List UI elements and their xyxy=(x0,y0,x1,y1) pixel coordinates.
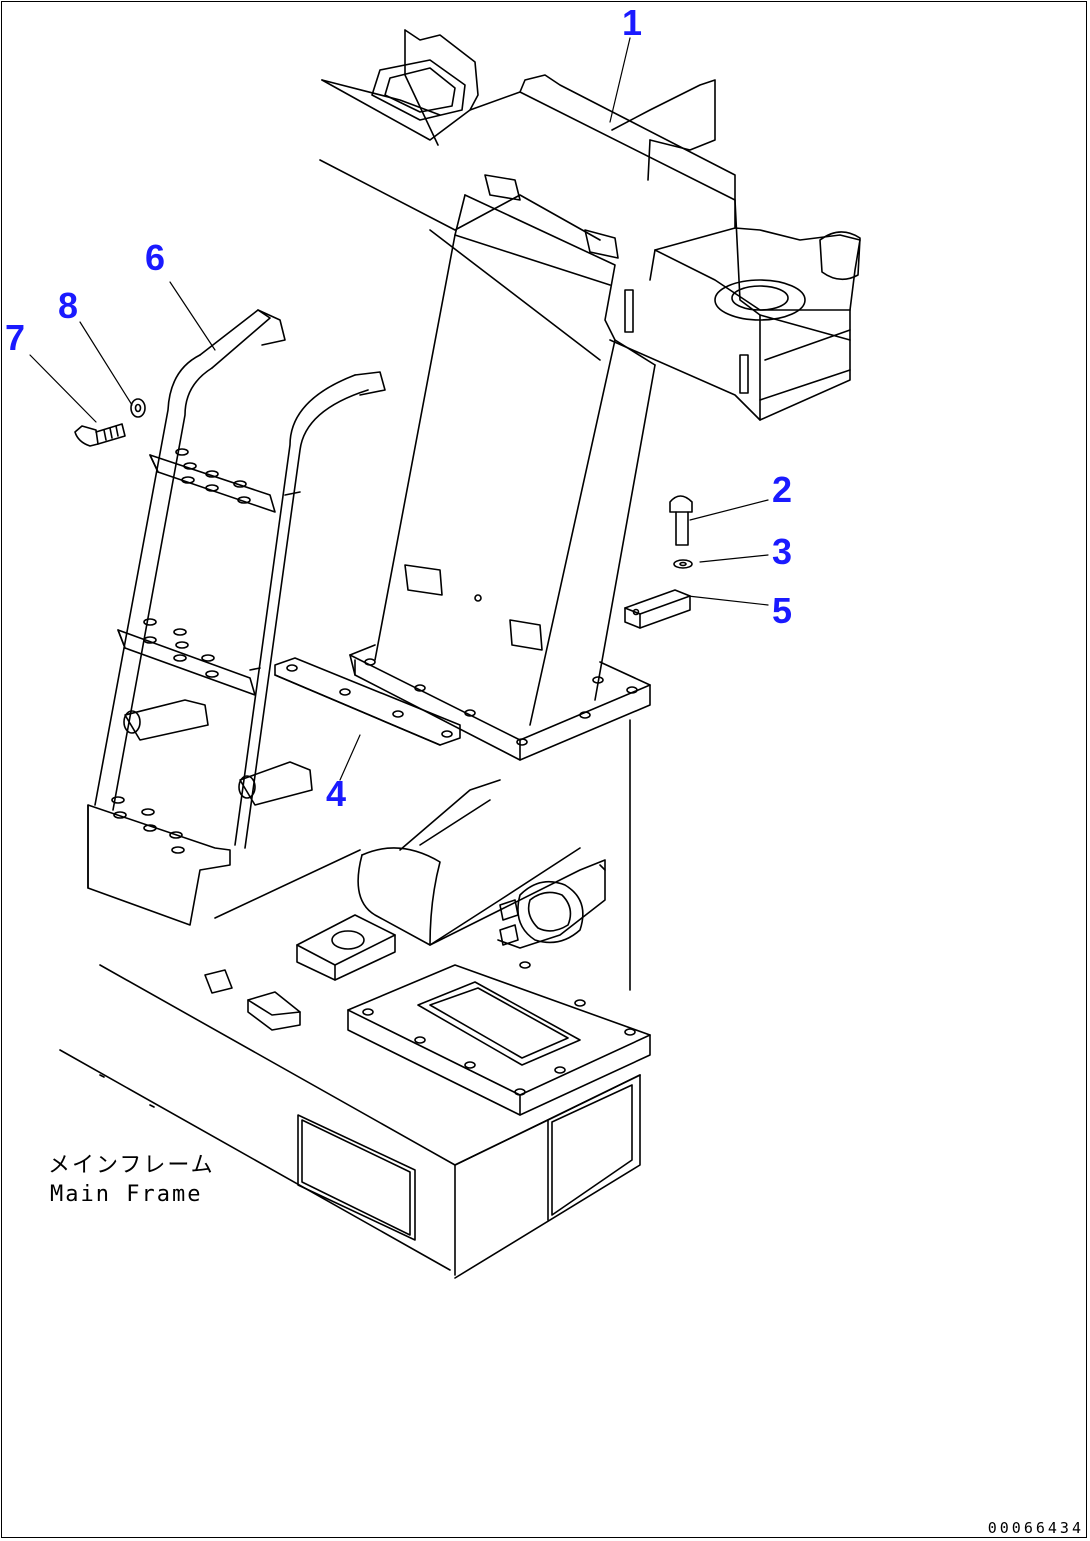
callout-7: 7 xyxy=(5,317,26,358)
callout-2: 2 xyxy=(772,469,793,510)
callout-3: 3 xyxy=(772,531,793,572)
callout-8: 8 xyxy=(58,285,79,326)
callout-4: 4 xyxy=(326,773,347,814)
main-frame-label-en: Main Frame xyxy=(50,1182,203,1207)
callout-6: 6 xyxy=(145,237,166,278)
ladder-part-6 xyxy=(87,309,386,926)
plate-part-4 xyxy=(274,657,461,746)
support-column xyxy=(349,174,656,761)
main-frame-body xyxy=(59,719,651,1279)
callout-5: 5 xyxy=(772,590,793,631)
drawing-number: 00066434 xyxy=(987,1519,1084,1537)
leader-lines xyxy=(29,37,769,781)
top-beam-assembly xyxy=(319,29,861,421)
callout-1: 1 xyxy=(622,2,643,43)
fastener-group-2-3-5 xyxy=(624,495,693,629)
main-frame-label-jp: メインフレーム xyxy=(48,1153,215,1178)
bolt-washer-7-8 xyxy=(74,398,146,447)
